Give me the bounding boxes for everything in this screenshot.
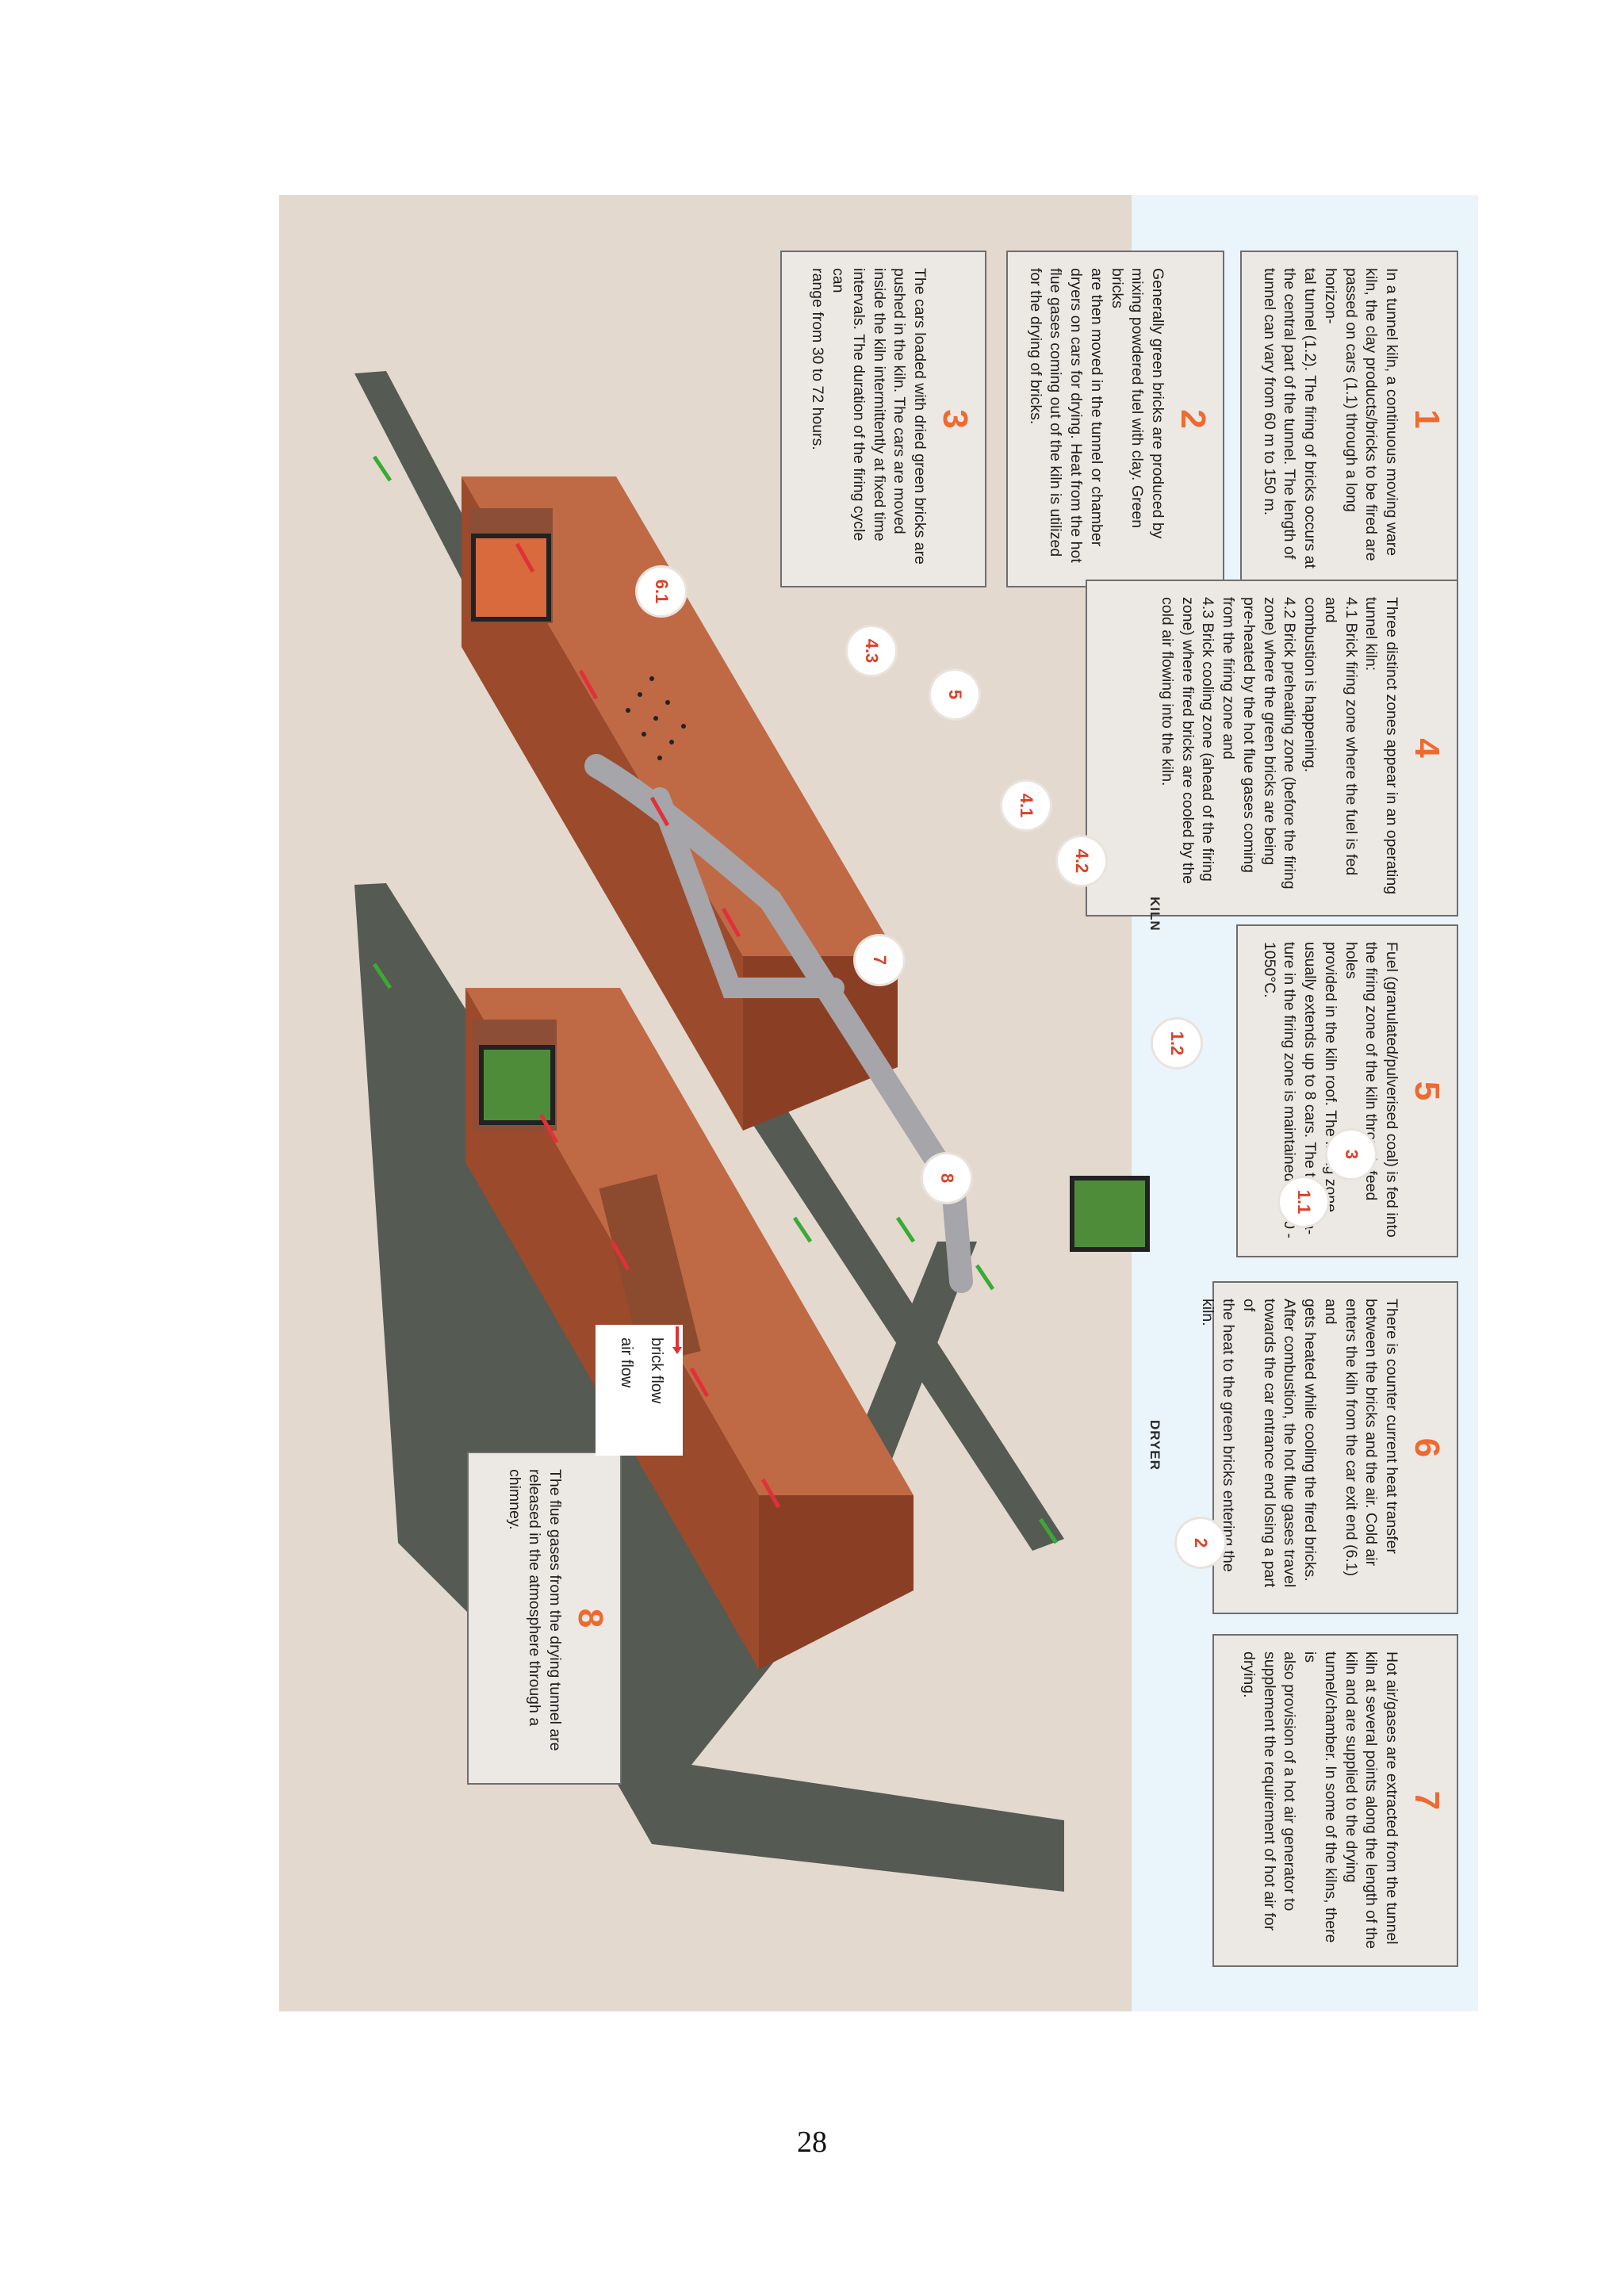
info-box-6-number: 6 [1408, 1437, 1446, 1458]
legend-air-flow: air flow [611, 1326, 682, 1443]
info-box-4: 4 Three distinct zones appear in an oper… [1086, 580, 1458, 916]
brick-car-kiln-entry [1070, 1176, 1150, 1252]
info-box-6: 6 There is counter current heat transfer… [1199, 1281, 1458, 1614]
info-box-2-number: 2 [1174, 409, 1212, 429]
feed-holes [626, 676, 686, 760]
info-box-2: 2 Generally green bricks are produced by… [1006, 251, 1224, 587]
info-box-3: 3 The cars loaded with dried green brick… [780, 251, 986, 587]
info-box-7: 7 Hot air/gases are extracted from the t… [1212, 1634, 1458, 1967]
info-box-4-number: 4 [1408, 738, 1446, 758]
info-box-4-text: Three distinct zones appear in an operat… [1158, 597, 1400, 895]
kiln-side-face [462, 476, 743, 1131]
red-arrow-icon [672, 1326, 682, 1354]
legend-brick-flow-label: brick flow [648, 1337, 666, 1404]
info-box-1-number: 1 [1408, 409, 1446, 429]
info-box-3-text: The cars loaded with dried green bricks … [809, 268, 929, 564]
air-flow-arrows [515, 542, 781, 1509]
info-box-6-text: There is counter current heat transfer b… [1199, 1299, 1400, 1588]
pin-4-2: 4.2 [1058, 837, 1105, 885]
rotated-content-plane: 1 In a tunnel kiln, a continuous moving … [279, 195, 1478, 2011]
info-box-5-number: 5 [1408, 1081, 1446, 1101]
info-box-7-text: Hot air/gases are extracted from the tun… [1239, 1651, 1400, 1950]
pin-4-1: 4.1 [1002, 782, 1050, 829]
pin-8: 8 [923, 1154, 971, 1202]
tunnel-kiln-figure: 1 In a tunnel kiln, a continuous moving … [279, 195, 1478, 2011]
kiln-end-face [743, 956, 898, 1131]
info-box-8: 8 The flue gases from the drying tunnel … [467, 1452, 622, 1785]
chimney [599, 1173, 701, 1366]
kiln-label: KILN [1147, 897, 1162, 932]
info-box-5: 5 Fuel (granulated/pulverised coal) is f… [1236, 924, 1458, 1257]
pin-4-3: 4.3 [848, 627, 895, 675]
pin-1-2: 1.2 [1153, 1020, 1201, 1067]
pin-7: 7 [856, 936, 903, 984]
page-number: 28 [797, 2126, 827, 2159]
info-box-5-text: Fuel (granulated/pulverised coal) is fed… [1260, 942, 1400, 1238]
info-box-7-number: 7 [1408, 1790, 1446, 1811]
info-box-8-text: The flue gases from the drying tunnel ar… [505, 1469, 564, 1751]
dryer-end-face [759, 1495, 914, 1670]
info-box-3-number: 3 [936, 409, 975, 429]
brick-car-kiln-exit [471, 534, 551, 622]
legend-brick-flow: brick flow [642, 1326, 682, 1443]
legend-air-flow-label: air flow [618, 1337, 636, 1388]
pin-2: 2 [1177, 1519, 1224, 1567]
dryer-label: DRYER [1147, 1420, 1162, 1471]
info-box-2-text: Generally green bricks are produced by m… [1026, 268, 1166, 563]
duct-branch [649, 787, 845, 998]
info-box-1: 1 In a tunnel kiln, a continuous moving … [1240, 251, 1458, 587]
kiln-top-face [462, 476, 898, 956]
pin-3: 3 [1327, 1131, 1375, 1178]
pin-1-1: 1.1 [1280, 1178, 1327, 1226]
legend: brick flow air flow [596, 1325, 683, 1456]
brick-flow-arrows [372, 455, 1059, 1544]
info-box-8-number: 8 [571, 1608, 610, 1628]
dryer-top-face [465, 988, 914, 1495]
pin-5: 5 [931, 671, 979, 718]
info-box-1-text: In a tunnel kiln, a continuous moving wa… [1260, 268, 1400, 568]
pin-6-1: 6.1 [638, 568, 685, 615]
brick-car-dryer [479, 1045, 555, 1125]
